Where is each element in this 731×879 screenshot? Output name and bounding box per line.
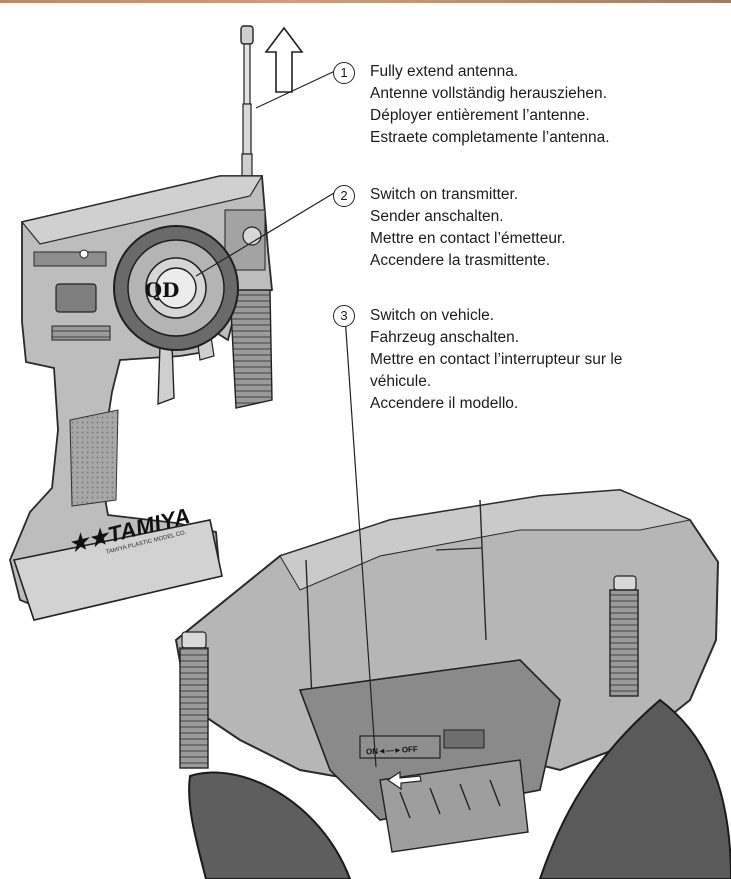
antenna: [240, 25, 254, 179]
step-1-line-en: Fully extend antenna.: [370, 63, 519, 80]
step-2-line-en: Switch on transmitter.: [370, 186, 519, 203]
step-3-line-it: Accendere il modello.: [370, 395, 519, 412]
wheel-mark: QD: [145, 278, 180, 302]
top-rule: [0, 0, 731, 3]
step-1-line-fr: Déployer entièrement l’antenne.: [370, 107, 590, 124]
step-3-text: Switch on vehicle. Fahrzeug anschalten. …: [370, 305, 622, 415]
step-3-line-de: Fahrzeug anschalten.: [370, 329, 520, 346]
step-3-line-en: Switch on vehicle.: [370, 307, 495, 324]
vehicle-illustration: [174, 488, 731, 879]
step-2-line-fr: Mettre en contact l’émetteur.: [370, 230, 566, 247]
step-3-number: 3: [333, 305, 355, 327]
extend-arrow: [264, 26, 304, 93]
leader-lines: [195, 70, 377, 768]
step-1-line-de: Antenne vollständig herausziehen.: [370, 85, 607, 102]
step-3-line-fr-1: Mettre en contact l’interrupteur sur le: [370, 351, 623, 368]
step-2-text: Switch on transmitter. Sender anschalten…: [370, 184, 566, 272]
step-3-line-fr-2: véhicule.: [370, 373, 432, 390]
transmitter-illustration: [9, 175, 273, 621]
step-2-line-de: Sender anschalten.: [370, 208, 504, 225]
step-2-number: 2: [333, 185, 355, 207]
step-1-line-it: Estraete completamente l’antenna.: [370, 129, 610, 146]
step-1-text: Fully extend antenna. Antenne vollständi…: [370, 61, 610, 149]
step-1-number: 1: [333, 62, 355, 84]
step-2-line-it: Accendere la trasmittente.: [370, 252, 551, 269]
